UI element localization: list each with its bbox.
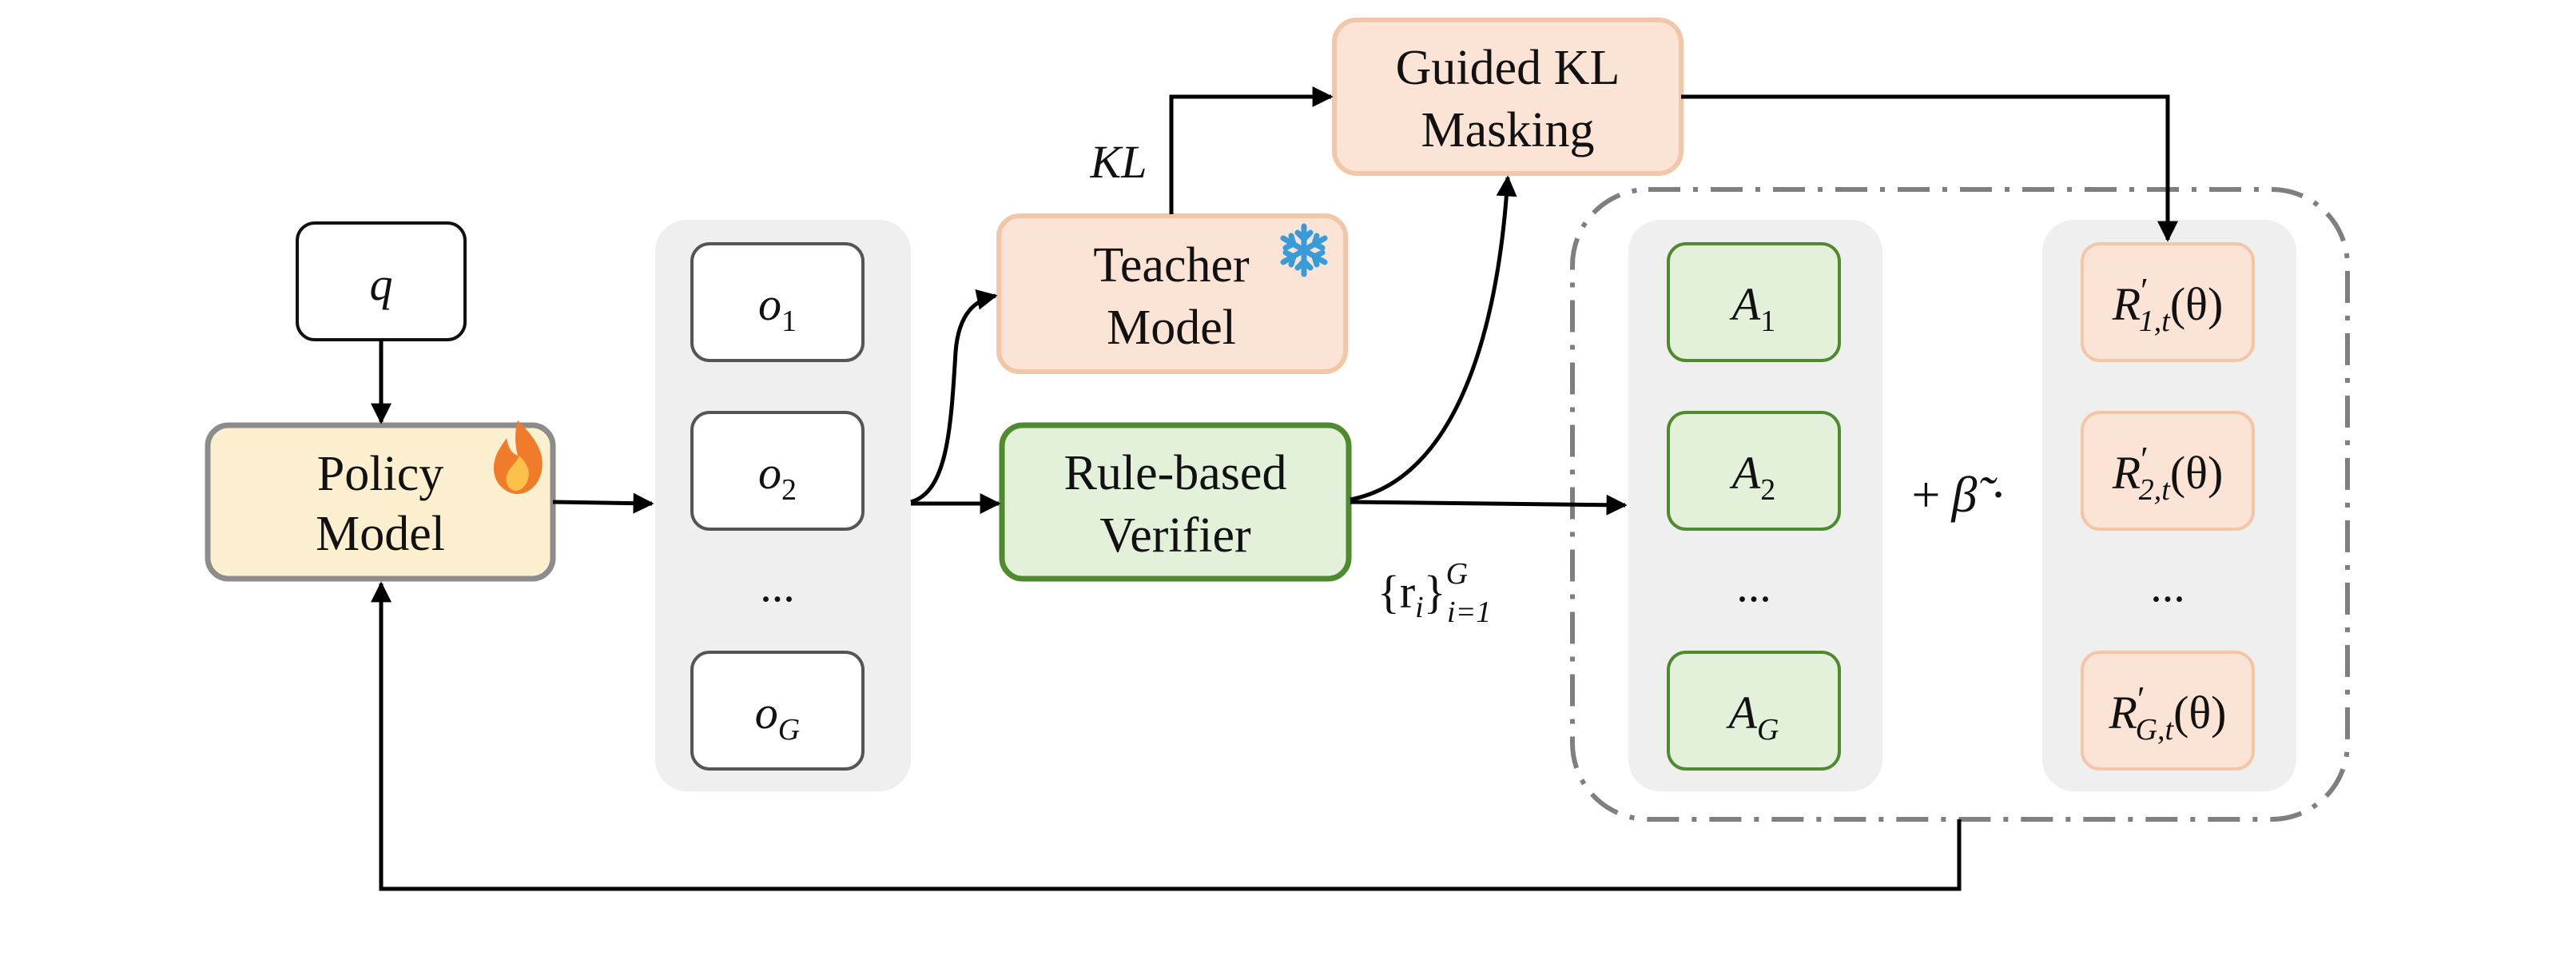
- advantage-label-2: A2: [1729, 447, 1775, 507]
- output-box-2: [690, 411, 865, 531]
- ratio-box-2: [2081, 411, 2255, 531]
- edge-feedback-to-policy: [371, 581, 1962, 891]
- advantage-box-1: [1667, 242, 1841, 362]
- ratio-box-g: [2081, 651, 2255, 771]
- ratio-ellipsis: ...: [2150, 560, 2185, 611]
- edge-verifier-to-advantages: [1350, 494, 1628, 516]
- plus-sign: +: [1911, 466, 1940, 523]
- ratio-label-2: R′2,t(θ): [2112, 440, 2224, 507]
- dot-operator: ·: [1990, 466, 2006, 523]
- edge-policy-to-outputs: [552, 492, 654, 514]
- ratio-label-1: R′1,t(θ): [2112, 271, 2224, 338]
- guided-kl-label-line1: Guided KL: [1396, 41, 1620, 95]
- teacher-model-box: [996, 213, 1348, 374]
- output-label-1: o1: [758, 278, 797, 338]
- edge-verifier-to-guided-kl: [1350, 175, 1517, 502]
- verifier-label-line2: Verifier: [1099, 508, 1251, 563]
- teacher-model-label-line2: Model: [1107, 301, 1236, 355]
- teacher-model-label-line1: Teacher: [1093, 238, 1250, 293]
- ratio-box-1: [2081, 242, 2255, 362]
- advantage-box-2: [1667, 411, 1841, 531]
- edge-guided-kl-to-ratios: [1681, 94, 2178, 242]
- flame-icon: [494, 420, 543, 494]
- advantage-label-g: AG: [1726, 687, 1779, 747]
- policy-model-label-line2: Model: [316, 507, 445, 561]
- output-ellipsis: ...: [760, 560, 795, 611]
- output-box-g: [690, 651, 865, 771]
- verifier-box: [999, 422, 1352, 582]
- output-box-1: [690, 242, 865, 362]
- snowflake-icon: [1280, 223, 1328, 277]
- guided-kl-label-line2: Masking: [1421, 103, 1595, 157]
- query-label: q: [370, 258, 393, 310]
- advantage-ellipsis: ...: [1736, 560, 1771, 611]
- verifier-label-line1: Rule-based: [1064, 446, 1287, 500]
- edge-teacher-to-guided-kl: [1169, 86, 1334, 214]
- output-label-2: o2: [758, 447, 797, 507]
- advantage-label-1: A1: [1729, 278, 1775, 338]
- policy-model-label-line1: Policy: [317, 447, 443, 501]
- kl-edge-label: KL: [1090, 136, 1147, 188]
- edge-outputs-to-teacher: [910, 289, 998, 504]
- advantage-box-g: [1667, 651, 1841, 771]
- edges: [371, 86, 2178, 891]
- output-label-g: oG: [755, 687, 800, 747]
- ratio-label-g: R′G,t(θ): [2109, 679, 2227, 747]
- plus-beta-operator: +β̃·: [1911, 466, 2006, 523]
